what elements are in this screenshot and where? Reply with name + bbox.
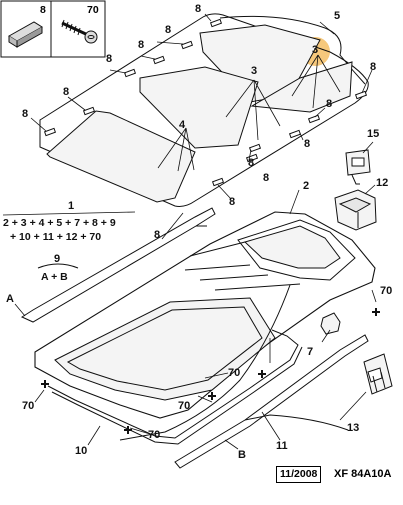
- callout-70: 70: [22, 400, 35, 412]
- screw-part-icon: [61, 19, 98, 44]
- callout-B: B: [238, 449, 246, 461]
- callout-8: 8: [370, 61, 377, 73]
- callout-15: 15: [367, 128, 380, 140]
- callout-8: 8: [22, 108, 29, 120]
- part-7-clip: [320, 312, 341, 335]
- callout-3: 3: [312, 44, 319, 56]
- callout-A: A: [6, 293, 14, 305]
- callout-8: 8: [326, 98, 333, 110]
- callout-13: 13: [347, 422, 360, 434]
- diagram-reference-code: XF 84A10A: [334, 468, 392, 480]
- diagram-date: 11/2008: [276, 466, 322, 483]
- callout-70: 70: [228, 367, 241, 379]
- seal-B: [174, 334, 369, 469]
- callout-8: 8: [154, 229, 161, 241]
- thumbnail-part-number: 8: [40, 4, 46, 16]
- callout-7: 7: [307, 346, 314, 358]
- callout-8: 8: [304, 138, 311, 150]
- formula-1-line2: + 10 + 11 + 12 + 70: [10, 231, 102, 243]
- callout-2: 2: [303, 180, 310, 192]
- callout-3: 3: [251, 65, 258, 77]
- bracket-9: [37, 263, 79, 269]
- callout-11: 11: [276, 440, 288, 452]
- roof-frame-upper: [39, 13, 369, 207]
- callout-70: 70: [148, 429, 161, 441]
- formula-1-line1: 2 + 3 + 4 + 5 + 7 + 8 + 9: [3, 217, 116, 229]
- callout-8: 8: [63, 86, 70, 98]
- callout-8: 8: [165, 24, 172, 36]
- callout-70: 70: [380, 285, 393, 297]
- callout-8: 8: [138, 39, 145, 51]
- rear-opening: [237, 219, 356, 281]
- side-rail-A: [20, 207, 216, 323]
- callout-8: 8: [229, 196, 236, 208]
- callout-8: 8: [106, 53, 113, 65]
- callout-70: 70: [178, 400, 191, 412]
- part-12-motor: [334, 189, 377, 231]
- clip-part-icon: [8, 21, 43, 48]
- middle-glass-panel: [139, 66, 259, 149]
- part-13-bracket: [363, 353, 393, 395]
- callout-1: 1: [68, 200, 75, 212]
- callout-8: 8: [263, 172, 270, 184]
- rear-glass-panel-2: [250, 61, 353, 113]
- thumbnail-part-number: 70: [87, 4, 99, 16]
- part-15-switch: [345, 149, 371, 185]
- callout-12: 12: [376, 177, 389, 189]
- callout-10: 10: [75, 445, 88, 457]
- callout-8: 8: [248, 157, 255, 169]
- drain-tube: [119, 284, 291, 441]
- roof-frame-main: [34, 211, 376, 419]
- thumbnail-frame: [50, 0, 106, 58]
- callout-4: 4: [179, 119, 186, 131]
- callout-8: 8: [195, 3, 202, 15]
- callout-9: 9: [54, 253, 61, 265]
- frame-seal: [47, 329, 299, 439]
- formula-9: A + B: [41, 271, 68, 283]
- front-glass-panel: [46, 110, 196, 203]
- callout-5: 5: [334, 10, 341, 22]
